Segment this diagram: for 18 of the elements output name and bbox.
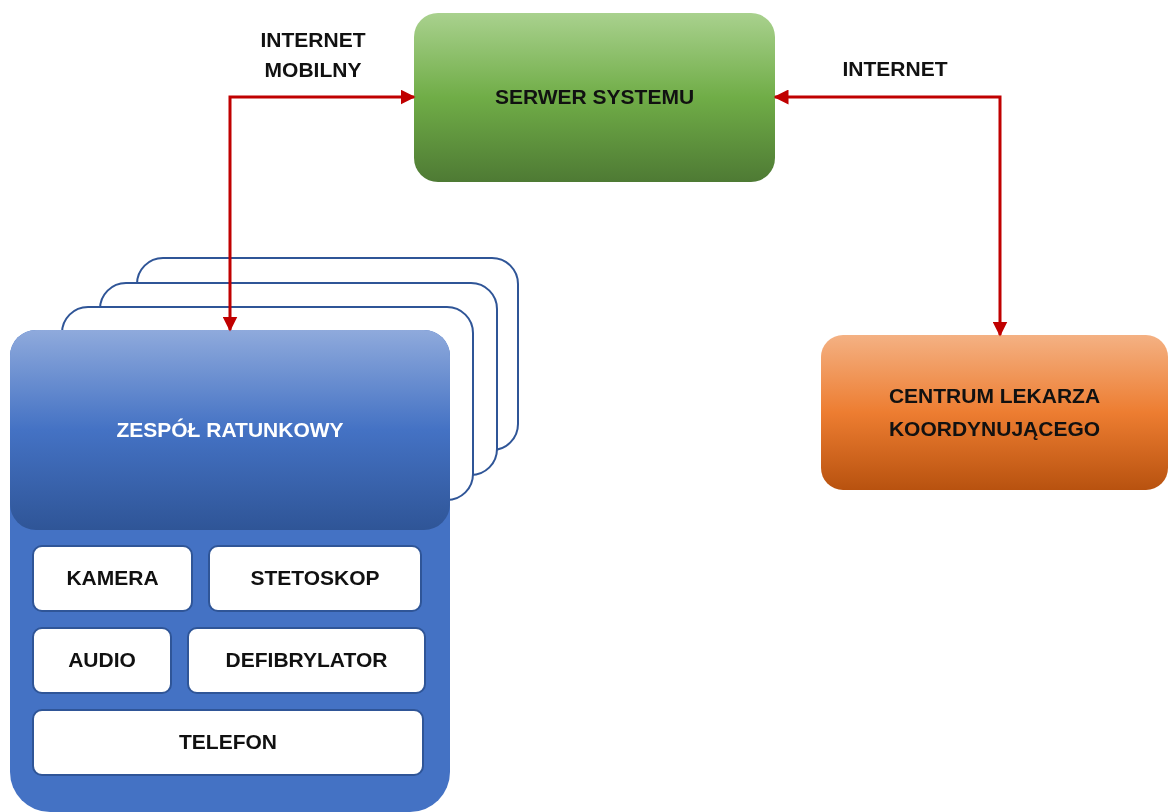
device-box [32, 709, 424, 776]
device-box [32, 627, 172, 694]
device-box [208, 545, 422, 612]
panel-title: ZESPÓŁ RATUNKOWY [116, 416, 344, 443]
node-label: AUDIO [68, 647, 136, 674]
node-label: CENTRUM LEKARZA KOORDYNUJĄCEGO [887, 382, 1102, 442]
coordinator-center-box [821, 335, 1168, 490]
connector-arrow [773, 89, 1008, 337]
node-label: TELEFON [179, 729, 277, 756]
server-box [414, 13, 775, 182]
node-label: STETOSKOP [250, 565, 380, 592]
device-box [32, 545, 193, 612]
node-label: DEFIBRYLATOR [225, 647, 388, 674]
node-label: SERWER SYSTEMU [494, 84, 695, 111]
team-panel [10, 330, 450, 812]
node-label: KAMERA [66, 565, 159, 592]
device-box [187, 627, 426, 694]
connector-arrow [222, 89, 416, 332]
